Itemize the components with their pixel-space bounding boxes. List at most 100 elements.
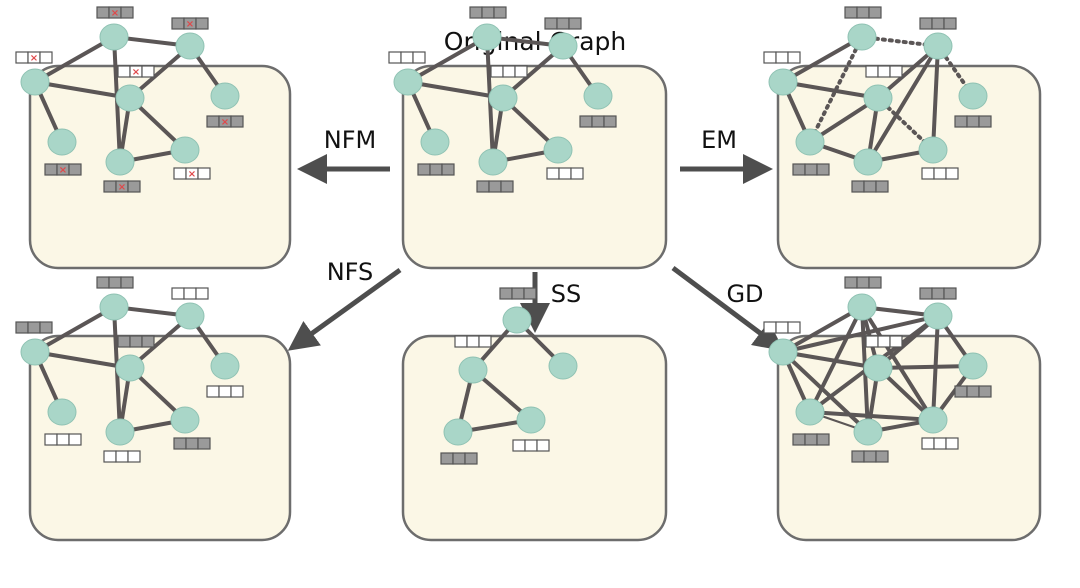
- feature-cell: [68, 163, 82, 176]
- graph-node: [863, 84, 893, 112]
- mask-mark: ×: [118, 182, 126, 193]
- graph-node: [543, 136, 573, 164]
- graph-node: [20, 68, 50, 96]
- mask-mark: ×: [188, 169, 196, 180]
- feature-cell: [966, 115, 980, 128]
- graph-node: [548, 32, 578, 60]
- feature-cell: [141, 65, 155, 78]
- feature-cell: [15, 51, 29, 64]
- graph-node: [847, 293, 877, 321]
- feature-cell: [558, 167, 572, 180]
- label-gd: GD: [726, 280, 763, 308]
- feature-cell: [117, 335, 131, 348]
- graph-node: [105, 148, 135, 176]
- graph-original: [388, 6, 617, 193]
- feature-cell: [763, 51, 777, 64]
- feature-cell: [933, 437, 947, 450]
- graph-edge: [781, 350, 870, 434]
- feature-cell: [523, 287, 537, 300]
- graph-layer: ××××××××: [15, 6, 992, 465]
- feature-cell: [173, 437, 187, 450]
- feature-cell: [978, 115, 992, 128]
- feature-cell: [120, 276, 134, 289]
- mask-mark: ×: [186, 19, 194, 30]
- feature-cell: [511, 287, 525, 300]
- feature-cell: [44, 163, 58, 176]
- graph-edge: [781, 35, 864, 84]
- feature-cell: [889, 65, 903, 78]
- feature-cell: [919, 287, 933, 300]
- graph-node: [170, 406, 200, 434]
- graph-node: [863, 354, 893, 382]
- feature-cell: [787, 321, 801, 334]
- feature-cell: [412, 51, 426, 64]
- feature-cell: [476, 180, 490, 193]
- label-ss: SS: [551, 280, 581, 308]
- graph-node: [175, 302, 205, 330]
- graph-node: [853, 148, 883, 176]
- feature-cell: [120, 6, 134, 19]
- feature-cell: [452, 452, 466, 465]
- feature-cell: [514, 65, 528, 78]
- feature-cell: [966, 385, 980, 398]
- feature-cell: [173, 167, 187, 180]
- graph-node: [923, 32, 953, 60]
- feature-cell: [493, 6, 507, 19]
- mask-mark: ×: [30, 53, 38, 64]
- feature-cell: [792, 163, 806, 176]
- feature-cell: [763, 321, 777, 334]
- feature-cell: [141, 335, 155, 348]
- feature-cell: [856, 6, 870, 19]
- graph-node: [99, 23, 129, 51]
- graph-node: [488, 84, 518, 112]
- feature-cell: [206, 115, 220, 128]
- feature-cell: [865, 65, 879, 78]
- graph-node: [583, 82, 613, 110]
- graph-node: [170, 136, 200, 164]
- feature-cell: [39, 321, 53, 334]
- feature-cell: [568, 17, 582, 30]
- feature-cell: [454, 335, 468, 348]
- feature-cell: [579, 115, 593, 128]
- arrow-nfs: [287, 267, 402, 351]
- feature-cell: [804, 163, 818, 176]
- graph-edge: [808, 410, 935, 422]
- feature-cell: [56, 433, 70, 446]
- feature-cell: [195, 17, 209, 30]
- feature-cell: [933, 167, 947, 180]
- feature-cell: [185, 437, 199, 450]
- graph-nfs: [15, 276, 244, 463]
- feature-cell: [931, 287, 945, 300]
- feature-cell: [775, 51, 789, 64]
- feature-cell: [570, 167, 584, 180]
- feature-cell: [787, 51, 801, 64]
- graph-edge: [406, 80, 505, 100]
- label-nfs: NFS: [327, 258, 374, 286]
- feature-cell: [206, 385, 220, 398]
- mask-mark: ×: [132, 67, 140, 78]
- feature-cell: [115, 450, 129, 463]
- feature-cell: [68, 433, 82, 446]
- label-nfm: NFM: [324, 126, 376, 154]
- panel-ss: [401, 334, 668, 542]
- graph-edge: [33, 80, 132, 100]
- feature-cell: [466, 335, 480, 348]
- graph-node: [47, 128, 77, 156]
- graph-node: [20, 338, 50, 366]
- feature-cell: [546, 167, 560, 180]
- feature-cell: [500, 180, 514, 193]
- feature-cell: [127, 450, 141, 463]
- graph-edge: [781, 350, 880, 370]
- feature-cell: [96, 6, 110, 19]
- feature-cell: [931, 17, 945, 30]
- feature-cell: [96, 276, 110, 289]
- feature-cell: [851, 180, 865, 193]
- graph-node: [47, 398, 77, 426]
- graph-edge: [33, 305, 116, 354]
- graph-node: [115, 354, 145, 382]
- graph-em: [763, 6, 992, 193]
- feature-cell: [945, 167, 959, 180]
- graph-edge: [860, 305, 935, 422]
- graph-node: [548, 352, 578, 380]
